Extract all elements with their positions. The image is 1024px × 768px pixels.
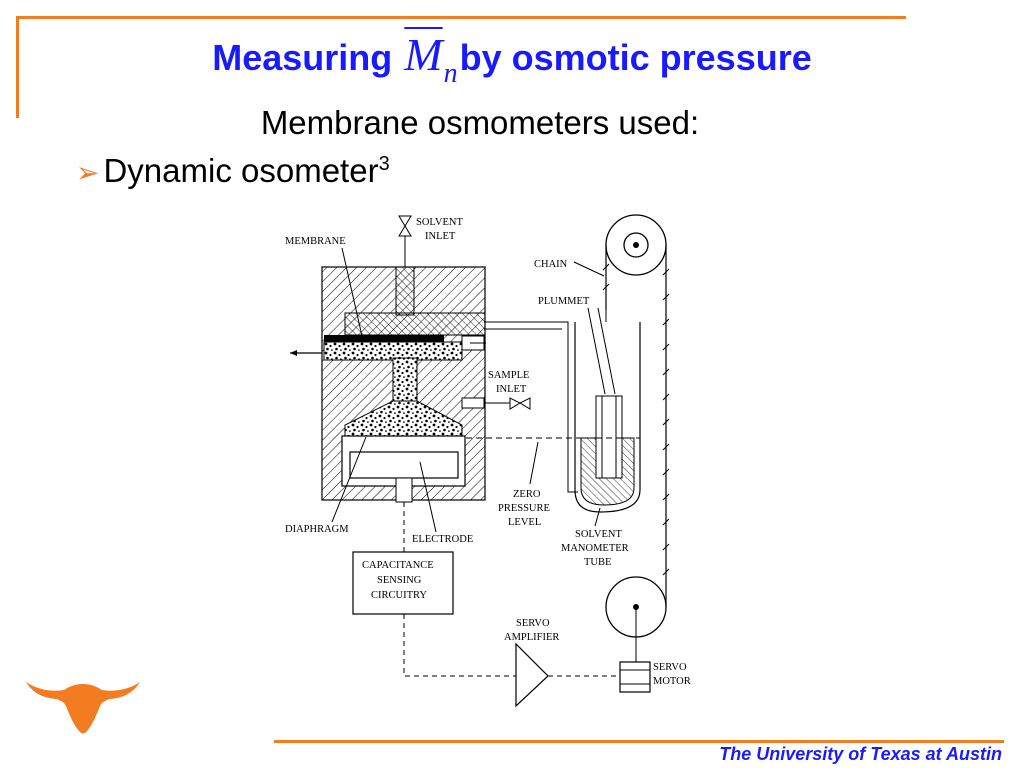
bullet-arrow-icon: ➢: [76, 157, 100, 188]
title-suffix: by osmotic pressure: [459, 37, 812, 78]
label-electrode: ELECTRODE: [412, 534, 473, 545]
footer-university: The University of Texas at Austin: [719, 744, 1002, 764]
pulley-system: [602, 214, 670, 662]
label-capacitance-1: CAPACITANCE: [362, 560, 434, 571]
servo-motor: [619, 661, 651, 693]
label-zero-3: LEVEL: [508, 517, 541, 528]
label-manometer-3: TUBE: [584, 557, 611, 568]
left-frame-line: [16, 16, 19, 118]
membrane-bar: [324, 335, 444, 342]
label-servo-amp-2: AMPLIFIER: [504, 632, 559, 643]
title-prefix: Measuring: [212, 37, 393, 78]
label-sample-inlet-2: INLET: [496, 384, 527, 395]
label-chain: CHAIN: [534, 259, 568, 270]
label-solvent-inlet-1: SOLVENT: [416, 217, 463, 228]
osmometer-diagram: SOLVENT INLET MEMBRANE SAMPLE INLET PLUM…: [285, 214, 691, 708]
bullet-superscript: 3: [378, 153, 390, 175]
label-manometer-2: MANOMETER: [561, 543, 629, 554]
label-servo-motor-2: MOTOR: [653, 676, 691, 687]
label-servo-motor-1: SERVO: [653, 662, 687, 673]
label-capacitance-2: SENSING: [377, 575, 422, 586]
solvent-inlet-valve: [398, 215, 412, 267]
mn-symbol-n: n: [443, 58, 458, 89]
label-solvent-inlet-2: INLET: [425, 231, 456, 242]
label-plummet: PLUMMET: [538, 296, 590, 307]
label-zero-1: ZERO: [513, 489, 541, 500]
label-diaphragm: DIAPHRAGM: [285, 524, 349, 535]
top-frame-line: [16, 16, 906, 19]
label-manometer-1: SOLVENT: [575, 529, 622, 540]
cell-body: [321, 266, 486, 503]
bullet-item: ➢Dynamic osometer3: [76, 152, 390, 190]
bottom-frame-line: [274, 740, 1004, 743]
bullet-text: Dynamic osometer: [103, 152, 379, 189]
label-sample-inlet-1: SAMPLE: [488, 370, 529, 381]
slide-subtitle: Membrane osmometers used:: [260, 104, 700, 141]
mn-symbol: Mn: [404, 29, 458, 90]
label-servo-amp-1: SERVO: [516, 618, 550, 629]
mn-symbol-m: M: [404, 29, 443, 80]
manometer-tube: [574, 322, 641, 513]
label-capacitance-3: CIRCUITRY: [371, 590, 427, 601]
slide-title: Measuring Mnby osmotic pressure: [0, 29, 1024, 90]
label-zero-2: PRESSURE: [498, 503, 550, 514]
longhorn-logo: [26, 682, 140, 734]
label-membrane: MEMBRANE: [285, 236, 346, 247]
servo-amplifier: [515, 642, 549, 708]
capacitance-box: [352, 551, 454, 615]
